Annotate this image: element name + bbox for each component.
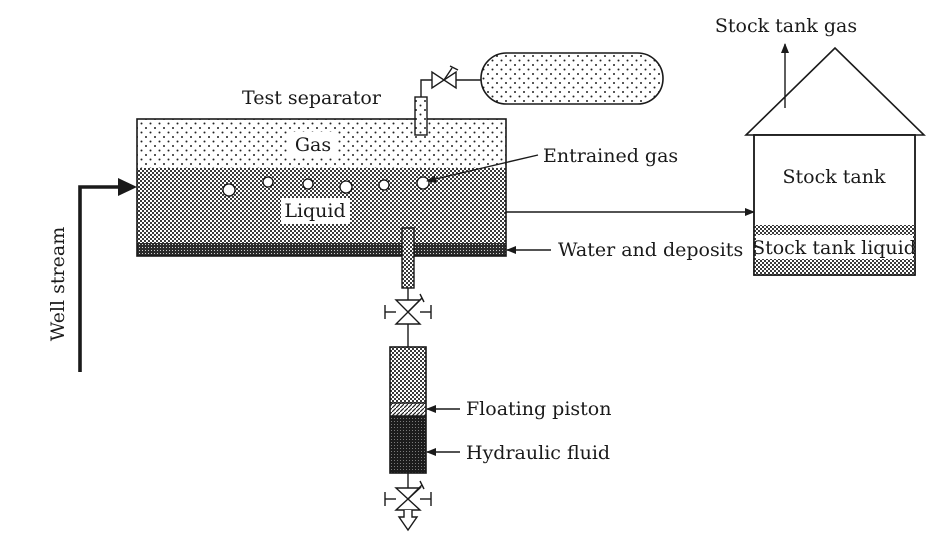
entrained-gas-pointer [426, 154, 539, 183]
test-separator-label: Test separator [242, 87, 382, 109]
entrained-gas-bubbles [222, 176, 430, 197]
gas-sample-cylinder [480, 52, 664, 105]
well-stream-arrow-icon [118, 178, 137, 196]
test-separator-vessel [136, 118, 507, 257]
gas-label: Gas [295, 134, 331, 156]
hydraulic-fluid-label: Hydraulic fluid [466, 442, 610, 464]
stock-tank-roof [744, 46, 926, 136]
drain-outflow-arrow-icon [397, 510, 419, 532]
liquid-sample-pipe [401, 227, 415, 289]
entrained-gas-label: Entrained gas [543, 145, 678, 167]
piston-cylinder [389, 346, 427, 474]
drain-valve-icon [384, 480, 432, 511]
stock-tank-label: Stock tank [783, 166, 886, 188]
floating-piston-label: Floating piston [466, 398, 611, 420]
separator-water-layer [137, 243, 506, 256]
gas-outlet-pipe [414, 96, 428, 136]
stock-tank [744, 46, 926, 276]
hydraulic-fluid-zone [390, 416, 426, 473]
well-stream-label: Well stream [47, 227, 69, 341]
floating-piston [390, 403, 426, 416]
well-stream-line [78, 185, 122, 372]
stock-tank-liquid-label-bg [756, 235, 913, 259]
liquid-label: Liquid [284, 200, 345, 222]
cylinder-sample-zone [390, 347, 426, 403]
water-and-deposits-label: Water and deposits [558, 239, 743, 261]
stock-tank-gas-label: Stock tank gas [715, 15, 857, 37]
stock-tank-liquid-label: Stock tank liquid [752, 237, 916, 259]
gas-line-valve-icon [431, 65, 459, 90]
gas-label-bg [289, 132, 337, 156]
sample-line-valve-icon [384, 293, 432, 325]
liquid-label-bg [281, 198, 350, 224]
